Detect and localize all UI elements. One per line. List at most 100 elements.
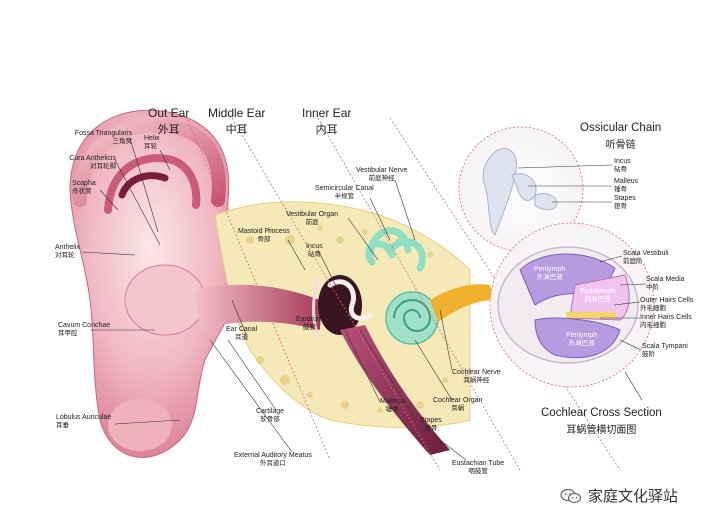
malleus-text: Malleus [380,398,405,405]
scala-vestibuli-zh: 前庭阶 [623,258,643,266]
eardrum-shape [312,277,320,339]
vestibular-nerve-zh: 前庭神经 [368,175,395,183]
mastoid-process-zh: 骨部 [257,236,271,244]
label-scala-vestibuli: Scala Vestibuli 前庭阶 [623,250,669,266]
lobulus-auriculae-zh: 耳垂 [56,422,69,430]
cura-anthelicis-text: Cura Anthelicis [69,155,116,162]
inner-ear-title-zh: 内耳 [315,124,338,136]
perilymph-top-text: Perilymph [534,266,566,273]
wechat-icon [560,488,582,503]
label-helix: Helix 耳轮 [144,135,160,151]
ossicle-malleus-text: Malleus [614,178,639,185]
scala-tympani-text: Scala Tympani [642,343,688,350]
middle-ear-title: Middle Ear [208,106,266,120]
helix-rim [73,118,226,207]
perilymph-bottom-zh: 外淋巴液 [568,340,595,348]
ossicle-stapes-zh: 镫骨 [614,203,627,211]
scala-vestibuli-text: Scala Vestibuli [623,250,669,257]
eardrum-text: Eardrum [296,316,323,323]
label-eustachian-tube: Eustachian Tube 咽鼓管 [452,460,504,476]
label-incus: Incus 砧骨 [306,243,323,259]
endolymph-zh: 内淋巴液 [584,296,611,304]
vestibular-organ-text: Vestibular Organ [286,211,339,218]
label-fossa-triangularis: Fossa Triangularis 三角窝 [62,130,132,146]
anthelix-fold [104,154,201,214]
semicircular-canal-text: Semicircular Canal [315,185,374,192]
ear-canal-text: Ear Canal [226,326,258,333]
inner-hairs-zh: 内毛细胞 [640,322,666,330]
ear-canal-zh: 耳道 [235,334,249,342]
cochlear-organ-text: Cochlear Organ [433,397,483,404]
scala-media-text: Scala Media [646,276,685,283]
endolymph-text: Endolymph [580,288,616,295]
stapes-text: Stapes [420,417,442,424]
ossicle-incus-zh: 砧骨 [614,166,627,174]
label-malleus: Malleus 锤骨 [380,398,404,414]
label-anthelix: Anthelix 对耳轮 [55,244,80,260]
label-scala-tympani: Scala Tympani 鼓阶 [642,343,688,359]
label-cavum-conchae: Cavum Conchae 耳甲腔 [58,322,110,338]
mastoid-process-text: Mastoid Process [238,228,290,235]
cochlear-section-shape [497,246,639,364]
scapha-text: Scapha [72,180,96,187]
leader-lines [81,137,467,461]
label-vestibular-nerve: Vestibular Nerve 前庭神经 [356,167,407,183]
cochlear-section-title-text: Cochlear Cross Section [541,407,662,419]
scala-tympani-zh: 鼓阶 [642,351,655,359]
lobule-shape [108,399,172,451]
semicircular-canal-zh: 半规管 [334,193,355,201]
lobulus-auriculae-text: Lobulus Auriculae [56,414,112,421]
label-vestibular-organ: Vestibular Organ 前庭 [286,211,338,227]
label-cura-anthelicis: Cura Anthelicis 对耳轮脚 [50,155,116,171]
label-lobulus-auriculae: Lobulus Auriculae 耳垂 [56,414,111,430]
incus-zh: 砧骨 [307,251,321,259]
vestibular-nerve-text: Vestibular Nerve [356,167,408,174]
label-inner-hairs: Inner Hairs Cells 内毛细胞 [640,314,692,330]
ossicle-stapes-text: Stapes [614,195,636,202]
label-mastoid-process: Mastoid Process 骨部 [238,228,290,244]
helix-zh: 耳轮 [144,143,157,151]
cochlear-section-title-zh: 耳蜗管横切面图 [566,425,637,436]
perilymph-top-zh: 外淋巴液 [536,274,563,282]
perilymph-bottom-text: Perilymph [566,332,598,339]
external-auditory-meatus-zh: 外耳道口 [259,460,286,468]
cochlear-organ-zh: 耳蜗 [451,405,465,413]
anthelix-text: Anthelix [55,244,80,251]
out-ear-title-zh: 外耳 [157,124,180,136]
label-stapes: Stapes 镫骨 [420,417,442,433]
label-perilymph-top: Perilymph 外淋巴液 [534,266,565,282]
cochlear-nerve-zh: 耳蜗神经 [463,377,490,385]
ossicle-malleus-zh: 锤骨 [614,186,627,194]
header-inner-ear: Inner Ear 内耳 [302,106,351,137]
ear-canal-shape [195,284,320,330]
fossa-triangularis-text: Fossa Triangularis [74,130,132,137]
malleus-zh: 锤骨 [385,406,399,414]
eardrum-zh: 鼓膜 [302,324,316,332]
fossa-triangularis-zh: 三角窝 [112,138,133,146]
eustachian-tube-shape [340,325,450,455]
eustachian-tube-text: Eustachian Tube [452,460,505,467]
label-external-auditory-meatus: External Auditory Meatus 外耳道口 [234,452,312,468]
ossicular-chain-shape [482,148,558,236]
fossa-shape [118,172,169,199]
ossicular-chain-title: Ossicular Chain 听骨链 [580,122,661,151]
cura-anthelicis-zh: 对耳轮脚 [90,163,116,171]
cavum-conchae-zh: 耳甲腔 [58,330,78,338]
header-out-ear: Out Ear 外耳 [148,106,189,137]
label-eardrum: Eardrum 鼓膜 [296,316,323,332]
cochlear-nerve-text: Cochlear Nerve [452,369,501,376]
out-ear-title: Out Ear [148,106,190,120]
label-scapha: Scapha 舟状窝 [72,180,96,196]
label-perilymph-bottom: Perilymph 外淋巴液 [566,332,597,348]
stapes-zh: 镫骨 [424,425,438,433]
cochlear-section-title: Cochlear Cross Section 耳蜗管横切面图 [541,407,662,436]
vestibular-organ-zh: 前庭 [305,219,319,227]
concha-shape [124,264,206,336]
anthelix-zh: 对耳轮 [55,252,75,260]
semicircular-canals-shape [365,227,426,272]
cochlea-shape [385,291,439,345]
helix-text: Helix [144,135,160,142]
ossicular-title-text: Ossicular Chain [580,122,662,134]
header-middle-ear: Middle Ear 中耳 [208,106,265,137]
